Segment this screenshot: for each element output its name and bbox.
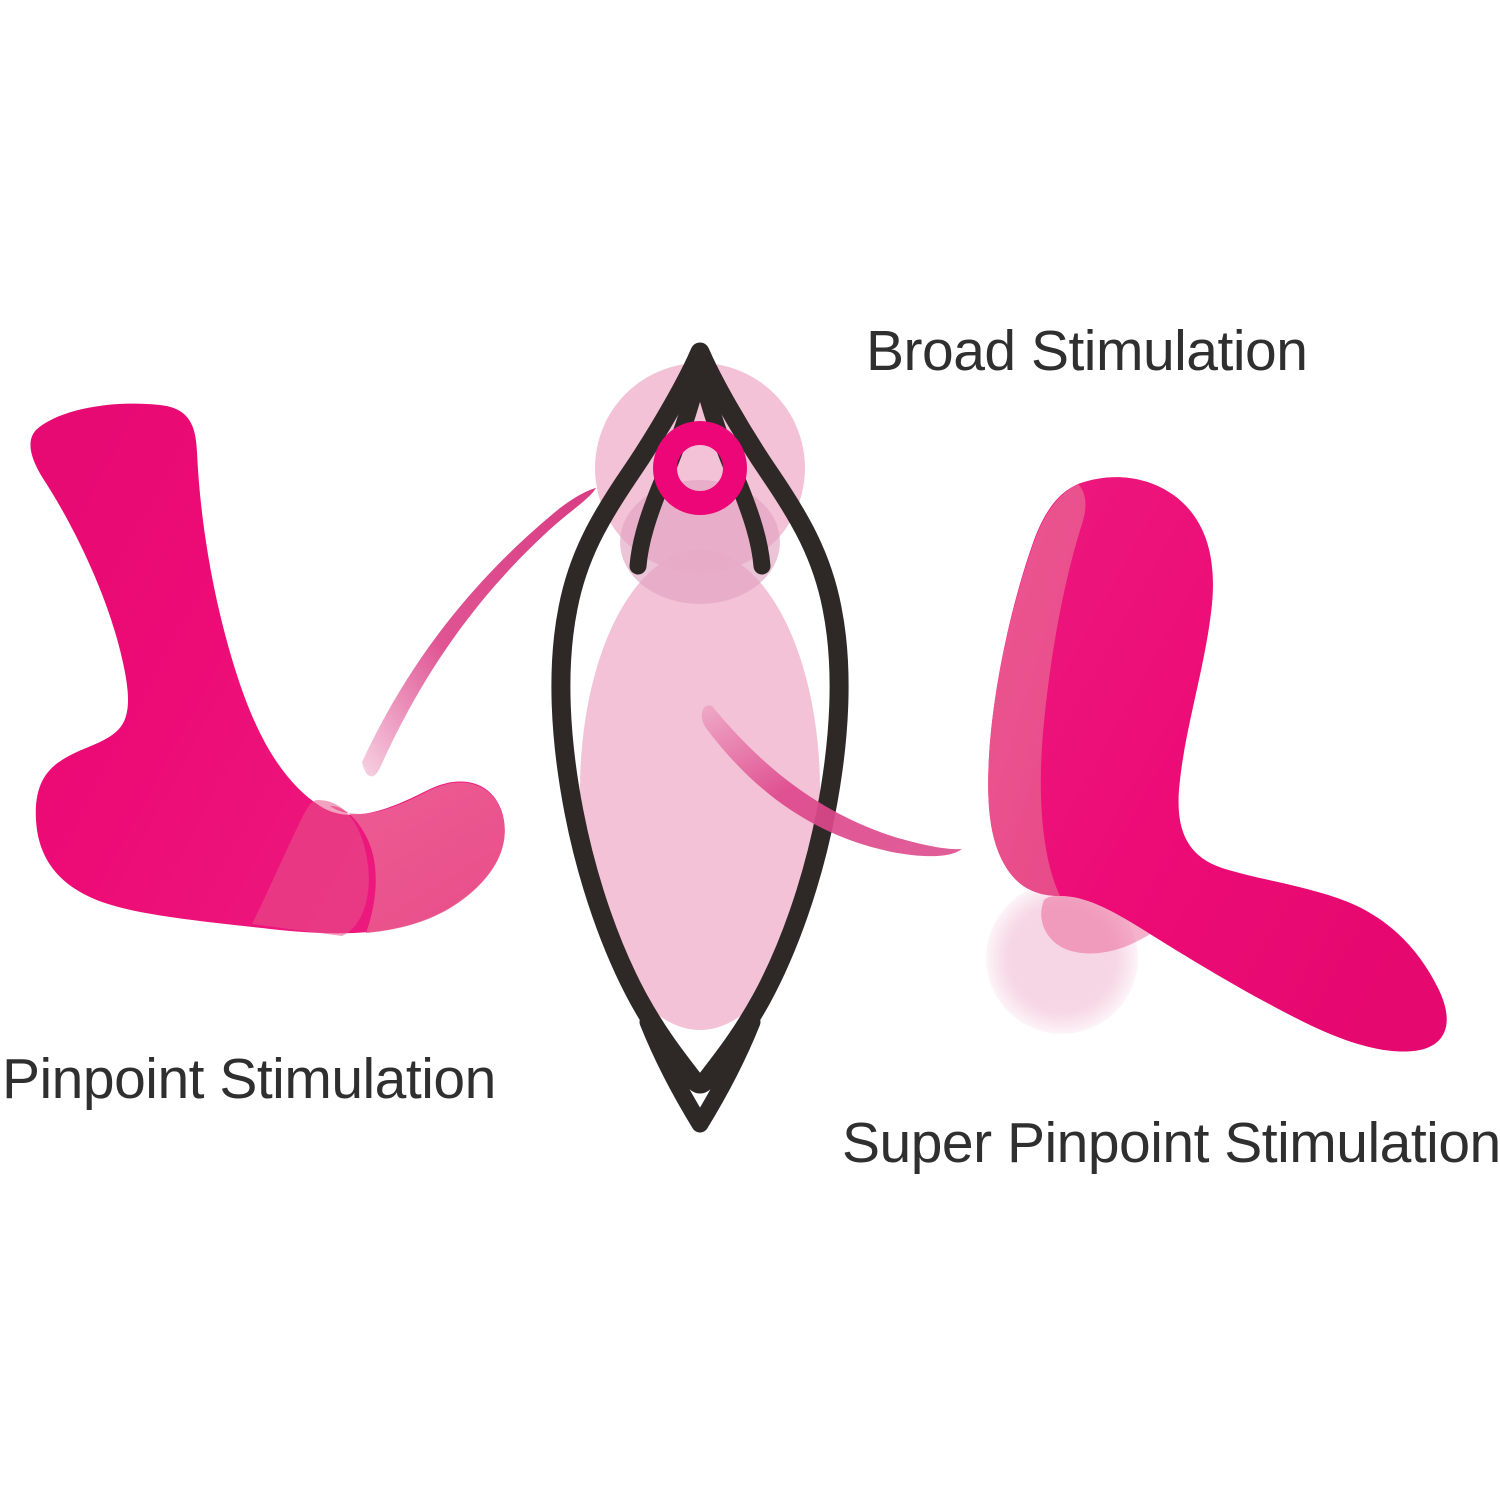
super-pinpoint-glow xyxy=(986,882,1138,1034)
pinpoint-attachment-shade xyxy=(252,800,369,936)
vulva-lower-vee xyxy=(639,1013,761,1133)
label-pinpoint-stimulation: Pinpoint Stimulation xyxy=(2,1047,496,1111)
pinpoint-attachment xyxy=(30,403,505,936)
pinpoint-zone-circle xyxy=(620,480,780,604)
broad-zone-ellipse xyxy=(580,550,820,1030)
connector-left-curve xyxy=(362,488,596,777)
label-super-pinpoint-stimulation: Super Pinpoint Stimulation xyxy=(842,1111,1500,1175)
clitoris-ring xyxy=(653,421,747,515)
super-pinpoint-attachment-highlight xyxy=(988,484,1086,896)
vulva-outline-diagram xyxy=(551,342,849,1133)
connector-right-curve xyxy=(701,705,962,857)
super-pinpoint-attachment xyxy=(986,477,1447,1052)
super-pinpoint-tip-shade xyxy=(1041,896,1150,954)
label-broad-stimulation: Broad Stimulation xyxy=(866,319,1308,383)
pinpoint-attachment-highlight xyxy=(330,782,505,933)
pinpoint-attachment-body xyxy=(30,403,505,934)
super-pinpoint-attachment-body xyxy=(988,477,1447,1052)
vulva-outline-stroke xyxy=(551,342,849,1094)
